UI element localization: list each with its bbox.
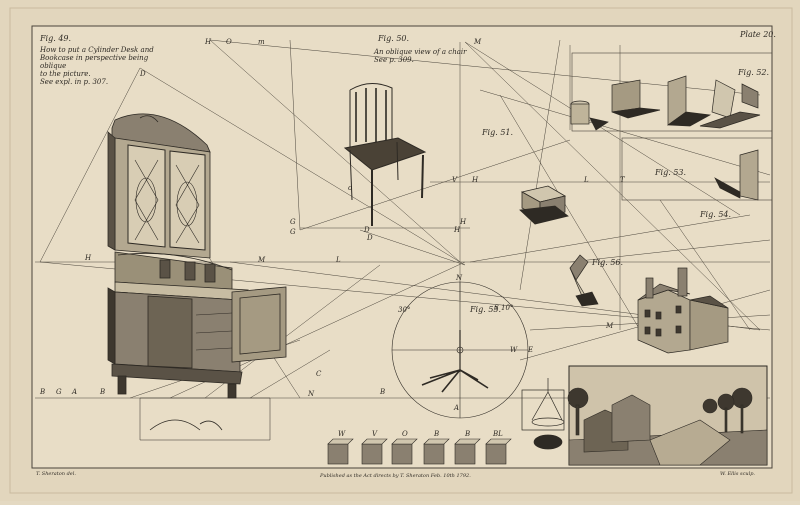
point-label: 30°: [398, 306, 411, 314]
point-label: N: [308, 390, 315, 398]
point-label: E: [528, 346, 534, 354]
fig50-chair: [343, 83, 427, 226]
point-label: N: [456, 274, 463, 282]
point-label: D: [140, 70, 146, 78]
engraver-credit: W. Ellis sculp.: [720, 471, 756, 477]
fig52-objects: [570, 75, 761, 131]
cube-label: W: [338, 430, 346, 438]
point-label: A: [454, 404, 460, 412]
fig53-object: [714, 149, 759, 201]
point-label: H: [85, 254, 92, 262]
landscape-vignette: [567, 365, 768, 466]
point-label: m: [258, 38, 265, 46]
point-label: o: [348, 184, 353, 192]
point-label: G: [56, 388, 62, 396]
point-label: H: [460, 218, 467, 226]
fig49-caption-line: See expl. in p. 307.: [40, 78, 109, 86]
fig49-secretary: [107, 113, 287, 441]
point-label: L: [336, 256, 341, 264]
point-label: S 10°: [494, 304, 514, 312]
plate-number: Plate 20.: [740, 30, 776, 39]
point-label: B: [380, 388, 386, 396]
cubes-row: [327, 438, 512, 465]
point-label: C: [316, 370, 322, 378]
point-label: M: [258, 256, 266, 264]
fig51-label: Fig. 51.: [482, 128, 514, 137]
point-label: G: [290, 218, 296, 226]
fig50-caption-line: An oblique view of a chair: [374, 48, 467, 56]
fig49-caption-line: How to put a Cylinder Desk and: [40, 46, 154, 54]
cube-label: V: [372, 430, 378, 438]
fig55-circle: [391, 281, 529, 419]
point-label: M: [474, 38, 482, 46]
point-label: B: [40, 388, 46, 396]
designer-credit: T. Sheraton del.: [36, 471, 76, 477]
point-label: V: [452, 176, 458, 184]
point-label: W: [510, 346, 518, 354]
fig56-object: [569, 254, 599, 307]
fig53-label: Fig. 53.: [655, 168, 687, 177]
fig54-label: Fig. 54.: [700, 210, 732, 219]
fig49-caption-line: to the picture.: [40, 70, 91, 78]
point-label: D: [364, 226, 370, 234]
fig51-box: [519, 185, 569, 225]
fig52-frame: [571, 52, 773, 132]
point-label: T: [620, 176, 625, 184]
point-label: M: [606, 322, 614, 330]
point-label: H: [472, 176, 479, 184]
point-label: O: [226, 38, 232, 46]
publisher-line: Published as the Act directs by T. Shera…: [320, 473, 471, 479]
fig56-label: Fig. 56.: [592, 258, 624, 267]
point-label: L: [584, 176, 589, 184]
point-label: H: [454, 226, 461, 234]
cube-label: B: [465, 430, 471, 438]
point-label: B: [100, 388, 106, 396]
fig55-label: Fig. 55.: [470, 305, 502, 314]
cube-label: O: [402, 430, 408, 438]
fig53-frame: [621, 137, 773, 201]
fig49-label: Fig. 49.: [40, 34, 72, 43]
fig54-house: [637, 267, 729, 354]
fig50-label: Fig. 50.: [378, 34, 410, 43]
point-label: H: [205, 38, 212, 46]
fig50-caption: An oblique view of a chair See p. 309.: [374, 48, 494, 64]
point-label: A: [72, 388, 78, 396]
cube-label: B: [434, 430, 440, 438]
fig49-caption-line: Bookcase in perspective being oblique: [40, 54, 149, 70]
point-label: G: [290, 228, 296, 236]
scale-balance: [521, 378, 565, 450]
cube-label: BL: [493, 430, 503, 438]
fig52-label: Fig. 52.: [738, 68, 770, 77]
fig49-caption: How to put a Cylinder Desk and Bookcase …: [40, 46, 160, 86]
fig50-caption-line: See p. 309.: [374, 56, 414, 64]
point-label: D: [367, 234, 373, 242]
